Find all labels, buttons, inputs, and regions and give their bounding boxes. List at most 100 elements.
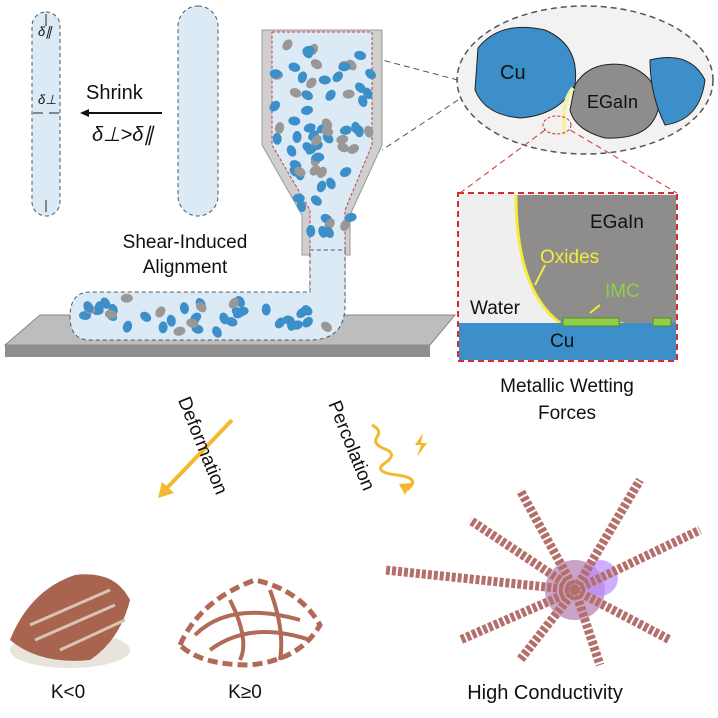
photo-k-negative xyxy=(10,574,130,668)
particle xyxy=(166,314,176,327)
particle xyxy=(269,100,281,112)
particle xyxy=(296,200,307,212)
particle xyxy=(364,125,374,138)
particle xyxy=(120,293,133,303)
particle xyxy=(306,225,316,238)
particle xyxy=(325,89,336,101)
particle xyxy=(310,59,322,70)
box-egain-label: EGaIn xyxy=(590,212,644,233)
particle xyxy=(358,95,368,107)
particle xyxy=(340,167,352,177)
particle xyxy=(316,180,327,193)
particle xyxy=(338,62,351,72)
particle xyxy=(318,75,331,85)
alignment-label-1: Shear-Induced xyxy=(122,232,248,253)
particle xyxy=(282,39,293,51)
particle xyxy=(321,118,333,130)
particle xyxy=(310,195,322,206)
particle xyxy=(301,90,313,101)
particle xyxy=(302,142,314,153)
particle xyxy=(365,68,376,80)
particle xyxy=(294,166,306,177)
printed-filament xyxy=(69,249,346,341)
particle xyxy=(342,89,355,99)
particle xyxy=(286,145,297,157)
particle xyxy=(296,307,308,319)
particle xyxy=(291,320,303,330)
circle-egain-label: EGaIn xyxy=(587,92,639,112)
particles xyxy=(79,39,376,338)
percolation-arrow xyxy=(371,423,415,492)
high-conductivity-label: High Conductivity xyxy=(467,682,623,704)
particle xyxy=(340,219,350,232)
lightning-icon xyxy=(415,433,427,457)
particle xyxy=(309,165,321,176)
particle xyxy=(362,87,373,100)
particle xyxy=(122,320,133,333)
particle xyxy=(344,212,357,222)
particle xyxy=(332,71,344,83)
particle xyxy=(173,326,186,336)
particle xyxy=(233,308,245,319)
particle xyxy=(83,301,94,313)
particle xyxy=(336,134,349,145)
particle xyxy=(155,306,166,318)
particle xyxy=(354,125,364,138)
particle xyxy=(228,297,240,309)
shrink-label: Shrink xyxy=(86,82,143,104)
particle xyxy=(354,50,367,61)
shrink-relation: δ⊥>δ∥ xyxy=(92,124,154,146)
particle xyxy=(339,125,352,135)
original-filament xyxy=(177,5,219,217)
particle xyxy=(212,326,222,338)
particle xyxy=(302,316,313,328)
particle xyxy=(297,71,308,84)
particle xyxy=(288,116,301,126)
particle xyxy=(269,69,282,79)
particle xyxy=(288,62,301,72)
photo-k-positive xyxy=(177,577,323,668)
oxides-label: Oxides xyxy=(540,247,600,268)
particle xyxy=(225,317,238,327)
deformation-arrow xyxy=(163,418,234,492)
particle xyxy=(104,309,117,319)
circle-cu-label: Cu xyxy=(500,62,526,84)
delta-arrows xyxy=(33,14,59,212)
particle xyxy=(158,321,168,334)
particle xyxy=(289,88,302,98)
particle xyxy=(186,318,199,328)
particle xyxy=(321,321,332,332)
delta-parallel-label: δ∥ xyxy=(38,24,52,39)
particle xyxy=(274,317,286,329)
particle xyxy=(302,45,315,55)
imc-layer xyxy=(562,317,620,327)
particle xyxy=(311,135,322,146)
particle xyxy=(274,122,285,135)
particle xyxy=(347,144,360,154)
particle xyxy=(195,301,207,313)
particle xyxy=(179,302,189,315)
particle xyxy=(282,315,295,325)
photo-high-conductivity xyxy=(384,477,702,667)
particle xyxy=(337,142,349,153)
particle xyxy=(261,303,271,316)
wetting-caption-1: Metallic Wetting xyxy=(500,376,634,397)
particle xyxy=(306,77,317,89)
particle xyxy=(312,152,325,162)
particle xyxy=(301,105,313,115)
particle xyxy=(303,123,316,133)
delta-perp-label: δ⊥ xyxy=(38,92,57,107)
particle xyxy=(100,297,111,309)
particle xyxy=(140,311,152,322)
imc-label: IMC xyxy=(605,281,640,302)
egain-particle xyxy=(569,63,659,139)
k-positive-label: K≥0 xyxy=(228,682,262,703)
shrunk-filament xyxy=(31,11,61,217)
particle xyxy=(292,130,302,143)
particle xyxy=(324,226,334,239)
particle xyxy=(326,177,336,190)
k-negative-label: K<0 xyxy=(50,682,86,703)
box-cu-label: Cu xyxy=(550,331,575,352)
